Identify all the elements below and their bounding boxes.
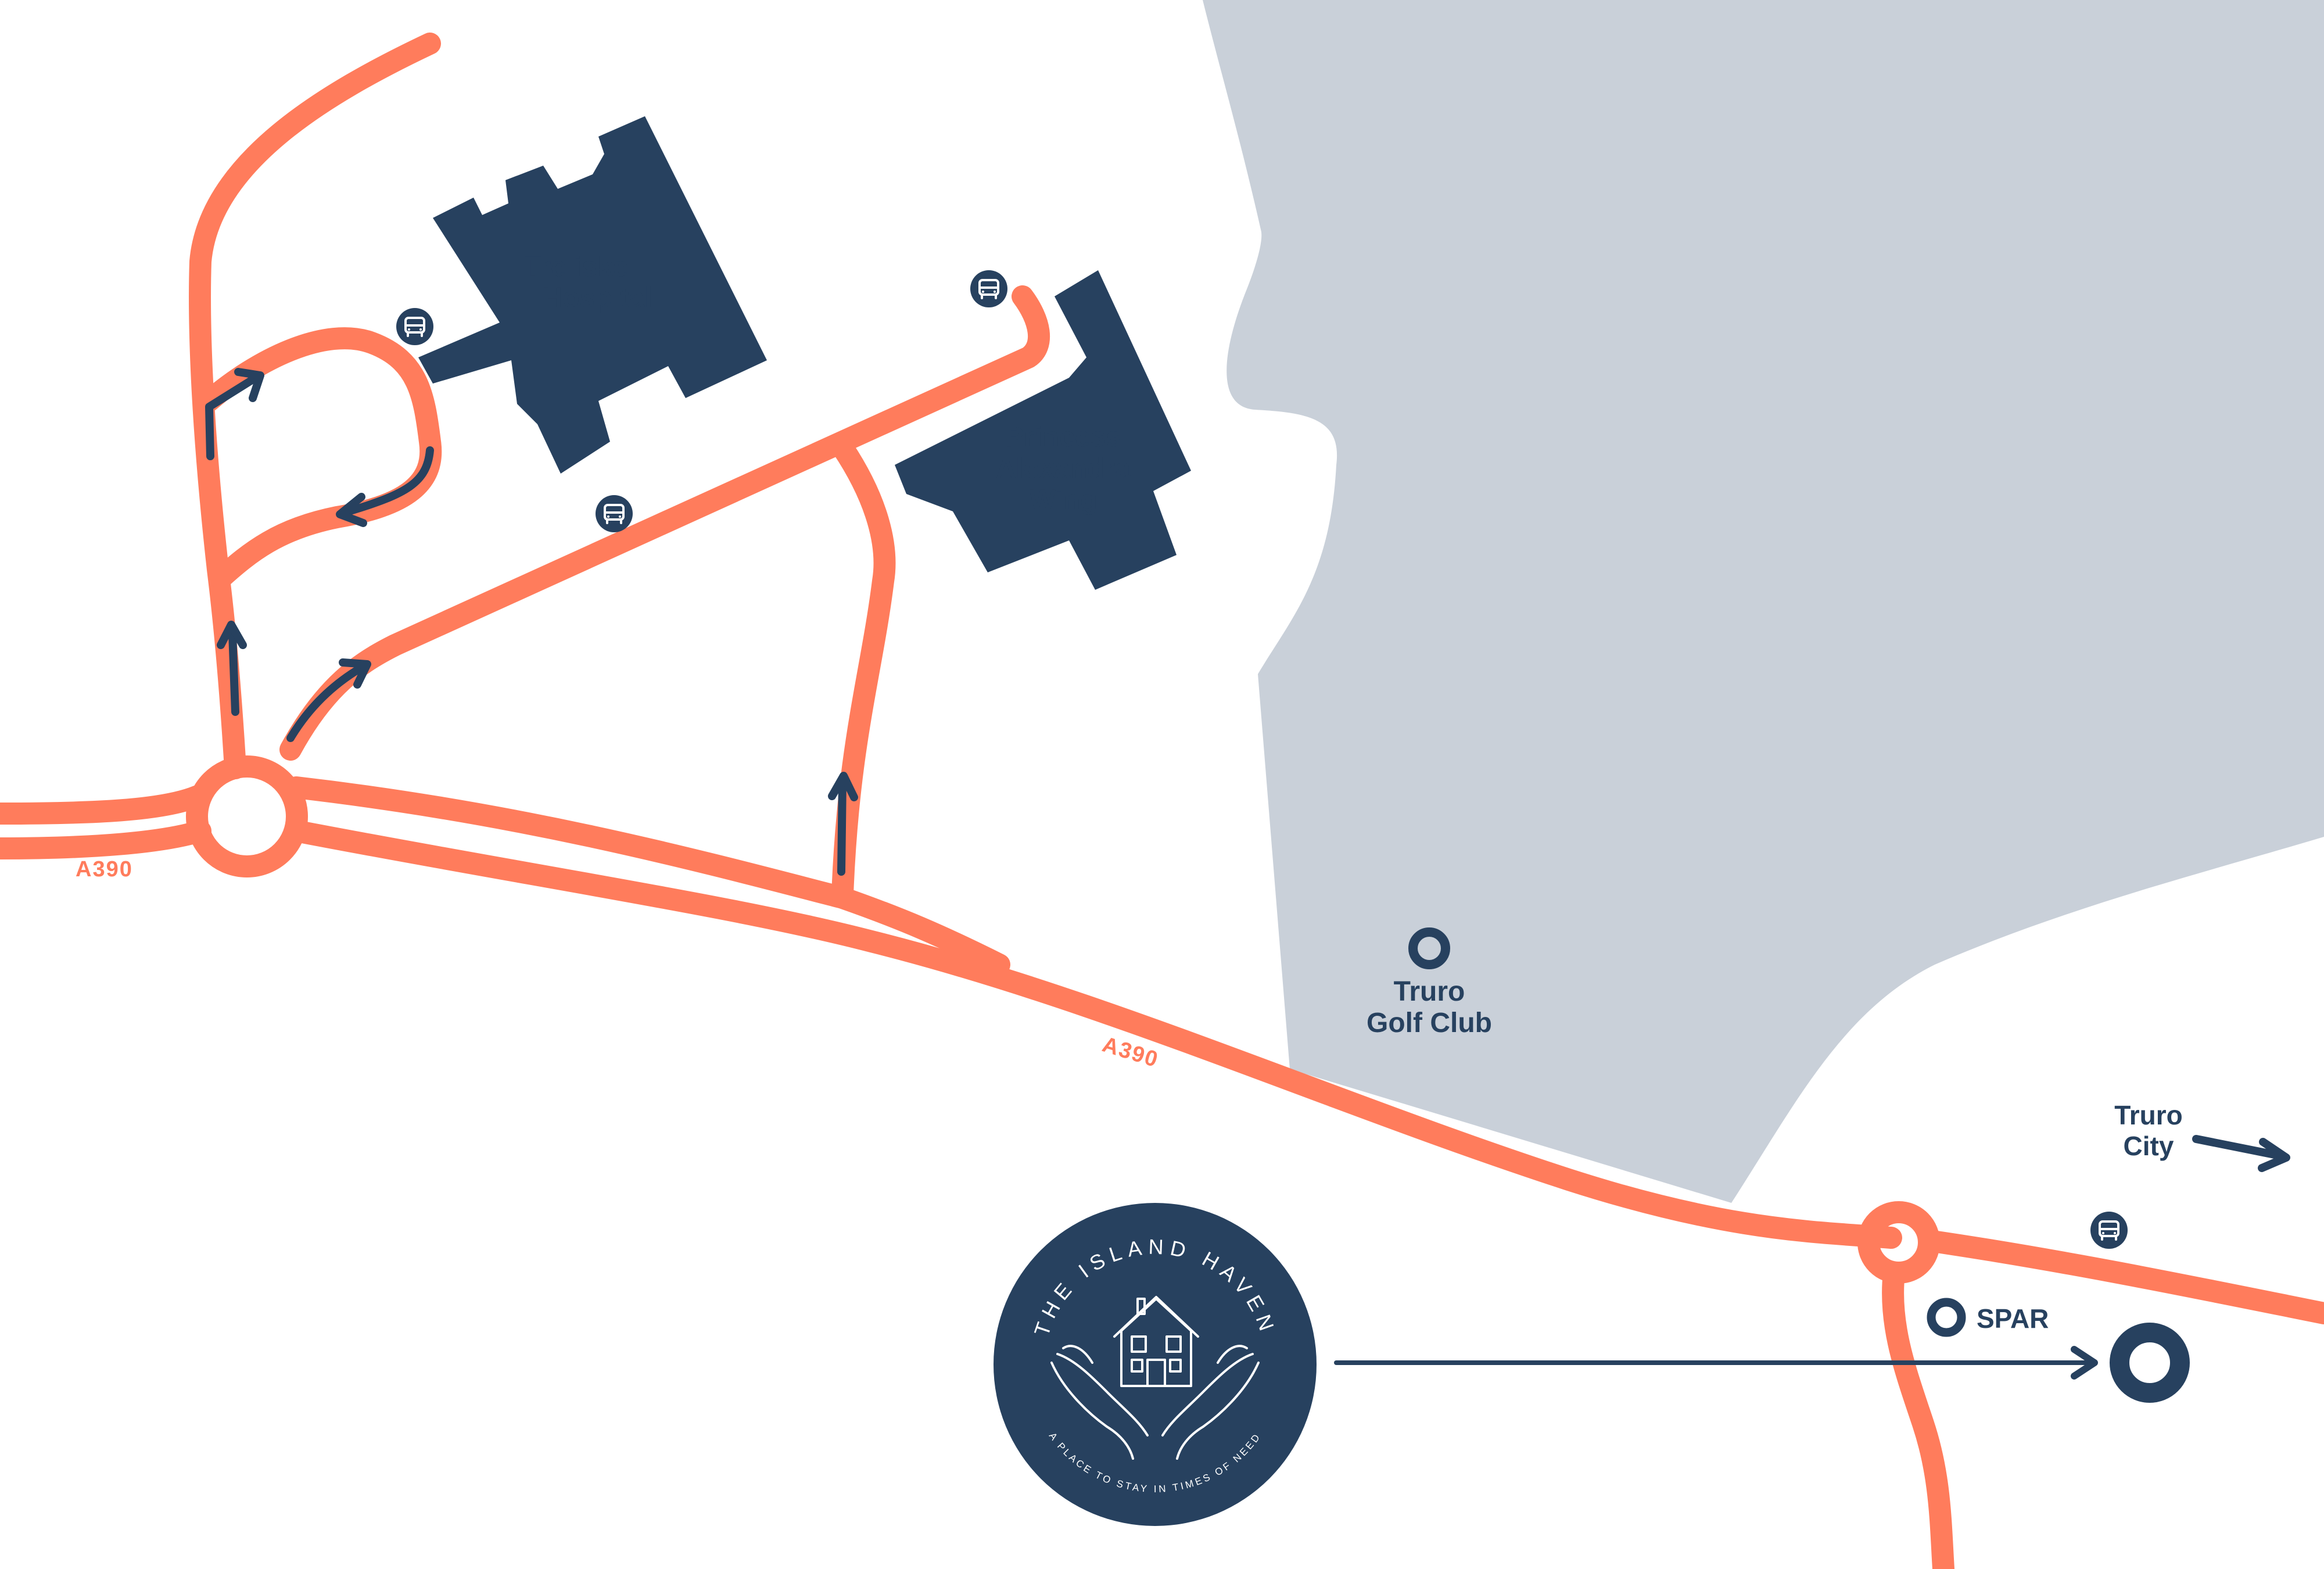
- paw-label-line2: Alexandra: [996, 453, 1131, 484]
- road-hospital-loop: [198, 327, 442, 589]
- golf-course-area: [1203, 0, 2324, 1203]
- road-label-a390-west: A390: [76, 857, 133, 882]
- arrow-icon: [217, 621, 247, 649]
- treliske-label-line2: Hospital: [542, 282, 652, 313]
- arrow-icon: [837, 778, 847, 876]
- road-south-spar: [1882, 1262, 1954, 1569]
- house-icon: [1113, 1296, 1199, 1387]
- arrow-icon: [228, 629, 239, 716]
- bus-icon[interactable]: [596, 495, 633, 532]
- destination-marker-icon[interactable]: [2110, 1323, 2190, 1403]
- golf-label-line2: Golf Club: [1367, 1008, 1492, 1038]
- road-a390-service: [285, 776, 1010, 976]
- road-a390-west-north: [0, 785, 209, 825]
- arrow-icon: [336, 493, 367, 527]
- arrow-icon: [339, 658, 371, 689]
- arrow-icon: [2071, 1346, 2098, 1380]
- arrow-icon: [234, 368, 264, 402]
- arrow-icon: [2258, 1138, 2290, 1172]
- island-haven-logo: THE ISLAND HAVEN A PLACE TO STAY IN TIME…: [994, 1203, 1317, 1526]
- hands-icon: [1050, 1345, 1260, 1460]
- treliske-label-line1: Treliske: [525, 252, 629, 282]
- paw-label-line1: Princess: [1005, 422, 1121, 453]
- golf-label-line1: Truro: [1394, 976, 1465, 1007]
- spar-label: SPAR: [1977, 1303, 2049, 1334]
- paw-building: [895, 270, 1191, 590]
- location-ring-icon[interactable]: [1927, 1298, 1966, 1337]
- arrow-icon: [286, 664, 364, 742]
- road-a390-east: [1918, 1230, 2324, 1324]
- city-label-line2: City: [2124, 1131, 2174, 1161]
- road-connector: [831, 436, 896, 906]
- road-a390-west-south: [0, 820, 211, 859]
- bus-icon[interactable]: [396, 308, 433, 345]
- arrow-icon: [828, 772, 858, 801]
- direction-arrows: [205, 368, 2290, 1380]
- road-a390-main: [285, 820, 1902, 1249]
- city-label-line1: Truro: [2114, 1100, 2183, 1130]
- arrow-icon: [2192, 1135, 2287, 1160]
- arrow-icon: [345, 446, 434, 515]
- bus-icon[interactable]: [2090, 1212, 2128, 1249]
- road-roundabout-west: [186, 755, 308, 877]
- bus-icon[interactable]: [970, 270, 1007, 307]
- road-hospital-north: [189, 33, 441, 779]
- location-ring-icon[interactable]: [1408, 927, 1450, 969]
- arrow-icon: [205, 374, 260, 460]
- paw-label-line3: Wing: [1030, 485, 1098, 515]
- treliske-hospital-building: [418, 116, 767, 474]
